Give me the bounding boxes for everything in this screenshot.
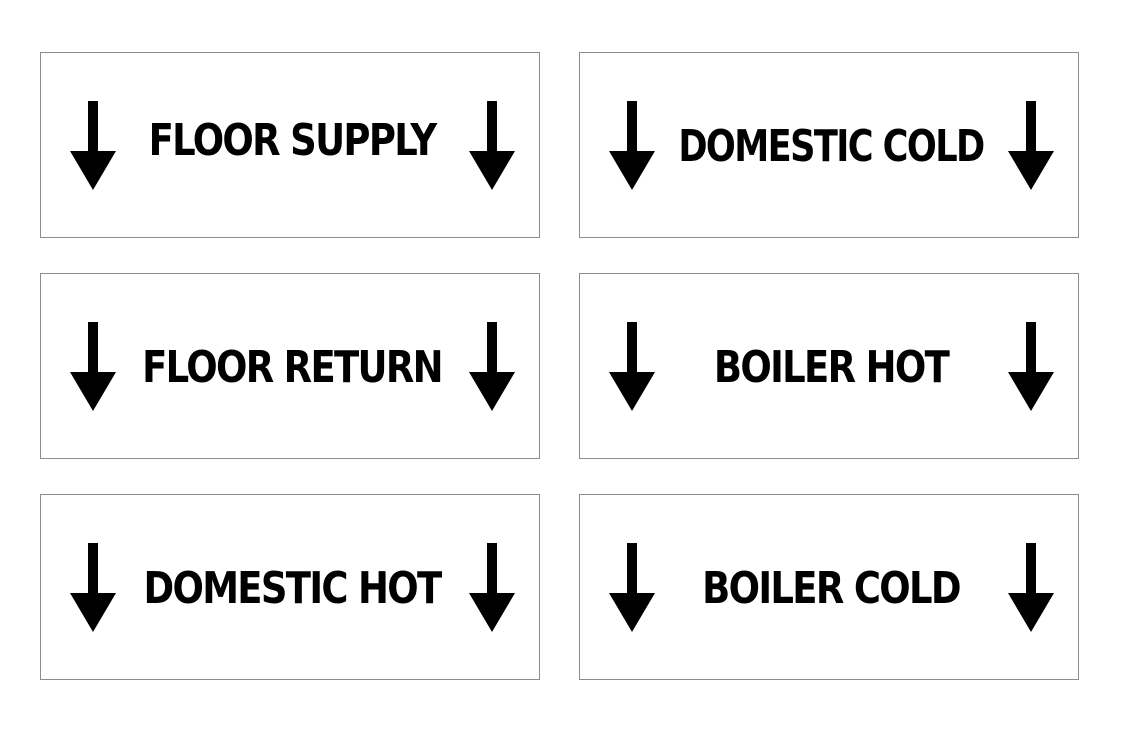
arrow-down-icon bbox=[69, 322, 117, 412]
arrow-down-icon bbox=[1007, 543, 1055, 633]
arrow-down-icon bbox=[468, 543, 516, 633]
arrow-down-icon bbox=[468, 322, 516, 412]
arrow-down-icon bbox=[1007, 322, 1055, 412]
pipe-label-boiler-cold: BOILER COLD bbox=[579, 494, 1079, 680]
label-text: DOMESTIC HOT bbox=[143, 562, 442, 614]
arrow-down-icon bbox=[608, 101, 656, 191]
pipe-label-floor-supply: FLOOR SUPPLY bbox=[40, 52, 540, 238]
arrow-down-icon bbox=[468, 101, 516, 191]
arrow-down-icon bbox=[69, 101, 117, 191]
label-text: DOMESTIC COLD bbox=[678, 120, 985, 172]
label-text: FLOOR SUPPLY bbox=[148, 114, 438, 166]
arrow-down-icon bbox=[69, 543, 117, 633]
label-text: FLOOR RETURN bbox=[142, 341, 443, 393]
pipe-label-floor-return: FLOOR RETURN bbox=[40, 273, 540, 459]
pipe-label-boiler-hot: BOILER HOT bbox=[579, 273, 1079, 459]
pipe-label-domestic-hot: DOMESTIC HOT bbox=[40, 494, 540, 680]
arrow-down-icon bbox=[608, 322, 656, 412]
label-text: BOILER HOT bbox=[713, 341, 950, 393]
pipe-label-domestic-cold: DOMESTIC COLD bbox=[579, 52, 1079, 238]
arrow-down-icon bbox=[1007, 101, 1055, 191]
label-text: BOILER COLD bbox=[702, 562, 961, 614]
arrow-down-icon bbox=[608, 543, 656, 633]
